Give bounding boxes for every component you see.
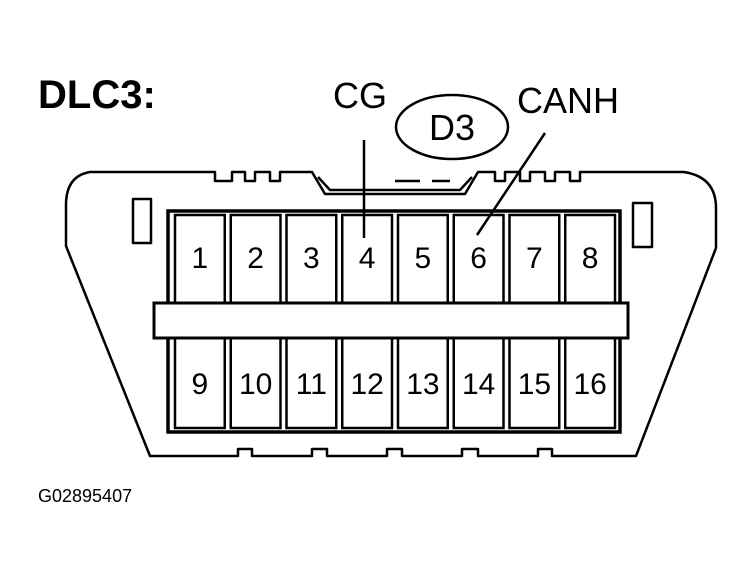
pin-number-label: 11 bbox=[296, 368, 327, 401]
callout-cg: CG bbox=[333, 75, 387, 116]
pin-number-label: 6 bbox=[470, 242, 487, 275]
pin-cell bbox=[173, 336, 226, 430]
figure-id: G02895407 bbox=[38, 486, 132, 506]
pin-number-label: 16 bbox=[573, 368, 606, 401]
pin-cell bbox=[229, 213, 282, 305]
diagram-title: DLC3: bbox=[38, 73, 156, 117]
center-divider-bar bbox=[152, 301, 630, 340]
pin-cell bbox=[564, 213, 617, 305]
pin-cell bbox=[508, 336, 561, 430]
canh-leader-line bbox=[475, 132, 547, 236]
pin-number-label: 14 bbox=[462, 368, 495, 401]
badge-label: D3 bbox=[429, 107, 475, 148]
pin-number-label: 13 bbox=[406, 368, 439, 401]
pin-number-label: 9 bbox=[192, 368, 209, 401]
pin-number-label: 2 bbox=[247, 242, 264, 275]
connector-housing bbox=[64, 170, 718, 458]
left-latch-slot bbox=[131, 197, 153, 245]
pin-cell bbox=[452, 336, 505, 430]
pin-cell bbox=[173, 213, 226, 305]
pin-number-label: 7 bbox=[526, 242, 543, 275]
connector-code-badge: D3 bbox=[394, 93, 510, 161]
pin-number-label: 5 bbox=[415, 242, 432, 275]
callout-canh: CANH bbox=[517, 80, 619, 121]
pin-number-label: 3 bbox=[303, 242, 320, 275]
pin-number-label: 4 bbox=[359, 242, 376, 275]
pin-number-label: 15 bbox=[518, 368, 551, 401]
pin-number-label: 1 bbox=[192, 242, 209, 275]
pin-number-label: 10 bbox=[239, 368, 272, 401]
pin-cell bbox=[285, 336, 338, 430]
pin-number-label: 8 bbox=[582, 242, 599, 275]
right-latch-slot bbox=[631, 201, 654, 249]
pin-cell bbox=[396, 336, 449, 430]
pin-number-label: 12 bbox=[350, 368, 383, 401]
pin-cell bbox=[229, 336, 282, 430]
